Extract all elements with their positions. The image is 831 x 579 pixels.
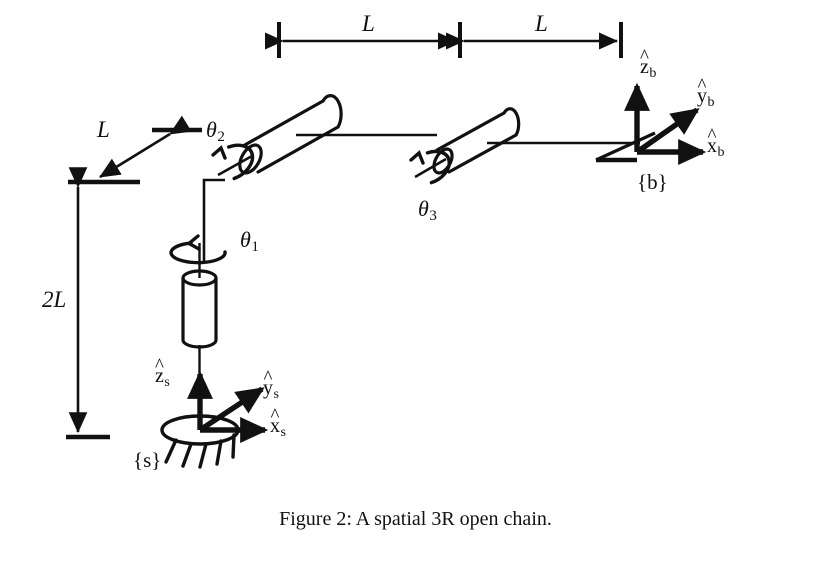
- base-cylinder-body: [181, 276, 218, 349]
- joint2-axis-shaft: [217, 154, 253, 177]
- space-frame-name: {s}: [133, 448, 162, 472]
- xs-hat: ^: [270, 405, 280, 427]
- xb-hat: ^: [707, 125, 717, 147]
- theta2-rotation-arc: [226, 143, 255, 181]
- theta3-symbol: θ: [418, 196, 429, 221]
- yb-letter: y: [697, 85, 707, 107]
- ground-hatching: [164, 433, 236, 469]
- top-dim-label-left: L: [362, 11, 375, 36]
- zs-hat: ^: [154, 355, 164, 377]
- zb-subscript: b: [649, 65, 657, 81]
- xb-letter: x: [707, 135, 717, 157]
- link1-riser: [202, 178, 225, 262]
- joint3-cyl-side-bottom: [447, 133, 518, 174]
- ys-hat: ^: [263, 367, 273, 389]
- body-frame-plate-diagonal: [595, 131, 656, 162]
- theta2-rotation-arrowhead: [211, 145, 227, 160]
- joint3-cylinder: [432, 107, 521, 175]
- ys-axis-label: ^ys: [263, 368, 279, 402]
- theta3-rotation-arrow: [409, 149, 451, 185]
- theta3-rotation-arrowhead: [409, 150, 425, 165]
- theta3-rotation-arc: [425, 149, 451, 185]
- theta1-rotation-arrow: [169, 234, 227, 265]
- ys-axis-arrow: [198, 386, 265, 433]
- xs-letter: x: [270, 415, 280, 437]
- left-dimension-group: [66, 115, 202, 440]
- zs-letter-wrap: ^z: [155, 356, 164, 387]
- theta1-rotation-arrowhead: [185, 234, 201, 251]
- xb-letter-wrap: ^x: [707, 126, 717, 157]
- xs-axis-label: ^xs: [270, 406, 286, 440]
- base-cylinder: [181, 269, 218, 349]
- top-dimension-group: [264, 22, 623, 58]
- joint-label-theta1: θ1: [240, 229, 259, 255]
- xb-axis-label: ^xb: [707, 126, 725, 160]
- theta1-subscript: 1: [251, 239, 259, 256]
- joint2-cyl-far-cap: [321, 94, 343, 129]
- theta3-subscript: 3: [429, 208, 437, 225]
- left-dim-label-diagonal: L: [97, 117, 110, 142]
- theta2-subscript: 2: [217, 129, 225, 146]
- yb-hat: ^: [697, 75, 707, 97]
- joint2-cyl-side-top: [241, 99, 325, 148]
- theta1-symbol: θ: [240, 227, 251, 252]
- zb-hat: ^: [639, 46, 649, 68]
- ys-letter-wrap: ^y: [263, 368, 273, 399]
- left-dim-label-vertical: 2L: [42, 287, 67, 312]
- zs-axis-label: ^zs: [155, 356, 170, 390]
- xb-subscript: b: [717, 144, 725, 160]
- yb-letter-wrap: ^y: [697, 76, 707, 107]
- zs-subscript: s: [164, 374, 170, 390]
- yb-subscript: b: [707, 94, 715, 110]
- ys-letter: y: [263, 377, 273, 399]
- zs-letter: z: [155, 365, 164, 387]
- top-dim-label-right: L: [535, 11, 548, 36]
- joint-label-theta2: θ2: [206, 119, 225, 145]
- xs-letter-wrap: ^x: [270, 406, 280, 437]
- theta1-rotation-arc: [169, 241, 227, 265]
- theta2-rotation-arrow: [211, 143, 255, 181]
- joint3-axis-shaft: [414, 157, 447, 179]
- joint-label-theta3: θ3: [418, 198, 437, 224]
- link1-path: [202, 178, 225, 262]
- yb-axis-label: ^yb: [697, 76, 715, 110]
- xs-subscript: s: [280, 424, 286, 440]
- joint3-cyl-far-cap: [502, 107, 521, 137]
- yb-axis-arrow: [635, 107, 700, 155]
- ys-subscript: s: [273, 386, 279, 402]
- figure-caption: Figure 2: A spatial 3R open chain.: [279, 508, 552, 530]
- body-frame-axes: [595, 82, 707, 165]
- zb-letter: z: [640, 56, 649, 78]
- zb-axis-label: ^zb: [640, 47, 657, 81]
- theta2-symbol: θ: [206, 117, 217, 142]
- space-frame-axes: [160, 370, 269, 469]
- left-dim-diagonal-arrow: [99, 115, 192, 179]
- joint3-cyl-side-top: [435, 111, 506, 152]
- body-frame-name: {b}: [637, 170, 668, 194]
- zb-letter-wrap: ^z: [640, 47, 649, 78]
